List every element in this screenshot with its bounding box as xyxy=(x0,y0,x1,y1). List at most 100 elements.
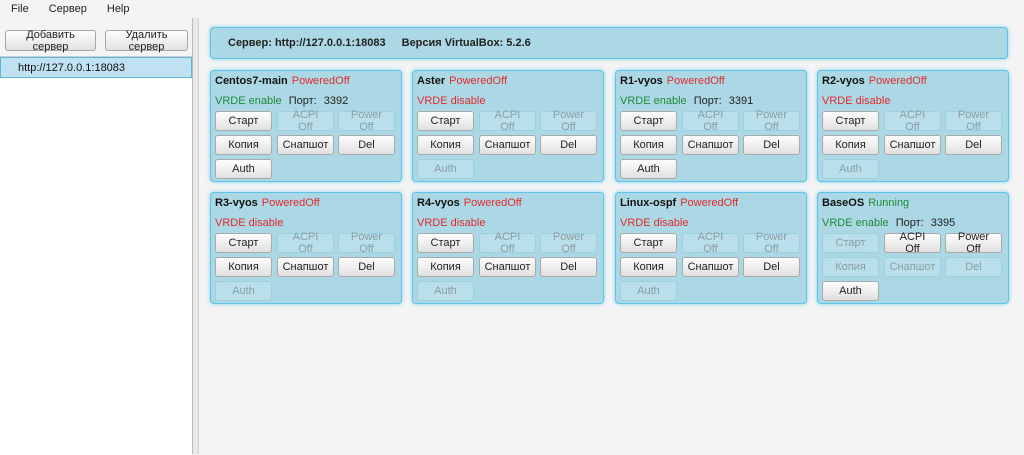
start-button[interactable]: Старт xyxy=(215,111,272,131)
vrde-status: VRDE enable Порт: 3391 xyxy=(620,95,753,107)
snapshot-button[interactable]: Снапшот xyxy=(479,257,536,277)
power-off-button: Power Off xyxy=(338,231,395,255)
vm-state-badge: PoweredOff xyxy=(291,75,350,87)
copy-button[interactable]: Копия xyxy=(417,257,474,277)
acpi-off-button: ACPI Off xyxy=(479,109,536,133)
vm-name: R1-vyos xyxy=(620,75,663,87)
vm-name: BaseOS xyxy=(822,197,865,209)
vrde-status: VRDE disable xyxy=(620,217,688,229)
snapshot-button[interactable]: Снапшот xyxy=(682,135,739,155)
snapshot-button[interactable]: Снапшот xyxy=(884,135,941,155)
snapshot-button[interactable]: Снапшот xyxy=(277,135,334,155)
vrde-status: VRDE disable xyxy=(417,217,485,229)
copy-button[interactable]: Копия xyxy=(620,135,677,155)
menu-server[interactable]: Сервер xyxy=(48,3,87,15)
vm-state-badge: PoweredOff xyxy=(261,197,320,209)
copy-button[interactable]: Копия xyxy=(215,257,272,277)
start-button[interactable]: Старт xyxy=(417,233,474,253)
vm-state-badge: PoweredOff xyxy=(666,75,725,87)
del-button[interactable]: Del xyxy=(945,135,1002,155)
vm-state-badge: Running xyxy=(868,197,910,209)
virtualbox-version-text: Версия VirtualBox: 5.2.6 xyxy=(401,37,531,49)
snapshot-button[interactable]: Снапшот xyxy=(479,135,536,155)
vrde-status-text: VRDE disable xyxy=(822,95,891,107)
acpi-off-button: ACPI Off xyxy=(277,109,334,133)
vrde-status: VRDE enable Порт: 3395 xyxy=(822,217,955,229)
vrde-status: VRDE disable xyxy=(417,95,485,107)
copy-button[interactable]: Копия xyxy=(215,135,272,155)
vrde-status-text: VRDE enable xyxy=(620,95,687,107)
vm-name: R2-vyos xyxy=(822,75,865,87)
start-button[interactable]: Старт xyxy=(215,233,272,253)
auth-button: Auth xyxy=(417,159,474,179)
server-list: http://127.0.0.1:18083 xyxy=(0,56,192,455)
vrde-status-text: VRDE enable xyxy=(822,217,889,229)
vrde-port-label: Порт: xyxy=(288,95,317,107)
add-server-button[interactable]: Добавить сервер xyxy=(5,29,96,53)
vrde-port-value: 3391 xyxy=(728,95,754,107)
vm-name: Aster xyxy=(417,75,446,87)
vm-name: R3-vyos xyxy=(215,197,258,209)
split-divider[interactable] xyxy=(193,18,199,454)
del-button[interactable]: Del xyxy=(743,135,800,155)
menu-bar: File Сервер Help xyxy=(0,0,1024,18)
server-list-item[interactable]: http://127.0.0.1:18083 xyxy=(0,57,192,78)
start-button[interactable]: Старт xyxy=(620,111,677,131)
auth-button[interactable]: Auth xyxy=(620,159,677,179)
server-panel: Добавить сервер Удалить сервер http://12… xyxy=(0,18,193,455)
start-button[interactable]: Старт xyxy=(822,111,879,131)
power-off-button: Power Off xyxy=(338,109,395,133)
del-button[interactable]: Del xyxy=(540,257,597,277)
copy-button[interactable]: Копия xyxy=(620,257,677,277)
power-off-button: Power Off xyxy=(540,231,597,255)
vrde-port-label: Порт: xyxy=(693,95,722,107)
vm-state-badge: PoweredOff xyxy=(463,197,522,209)
server-address-text: Сервер: http://127.0.0.1:18083 xyxy=(228,37,386,49)
auth-button[interactable]: Auth xyxy=(822,281,879,301)
auth-button[interactable]: Auth xyxy=(215,159,272,179)
acpi-off-button[interactable]: ACPI Off xyxy=(884,231,941,255)
copy-button[interactable]: Копия xyxy=(822,135,879,155)
menu-file[interactable]: File xyxy=(11,3,29,15)
del-button: Del xyxy=(945,257,1002,277)
auth-button: Auth xyxy=(417,281,474,301)
menu-help[interactable]: Help xyxy=(106,3,130,15)
power-off-button[interactable]: Power Off xyxy=(945,231,1002,255)
acpi-off-button: ACPI Off xyxy=(479,231,536,255)
vrde-status: VRDE enable Порт: 3392 xyxy=(215,95,348,107)
start-button[interactable]: Старт xyxy=(417,111,474,131)
del-button[interactable]: Del xyxy=(338,257,395,277)
auth-button: Auth xyxy=(822,159,879,179)
vrde-status-text: VRDE disable xyxy=(620,217,689,229)
snapshot-button[interactable]: Снапшот xyxy=(682,257,739,277)
remove-server-button[interactable]: Удалить сервер xyxy=(105,29,188,53)
copy-button: Копия xyxy=(822,257,879,277)
copy-button[interactable]: Копия xyxy=(417,135,474,155)
del-button[interactable]: Del xyxy=(338,135,395,155)
vrde-port-value: 3395 xyxy=(930,217,956,229)
vm-name: Linux-ospf xyxy=(620,197,677,209)
acpi-off-button: ACPI Off xyxy=(884,109,941,133)
snapshot-button[interactable]: Снапшот xyxy=(277,257,334,277)
start-button[interactable]: Старт xyxy=(620,233,677,253)
vm-name: R4-vyos xyxy=(417,197,460,209)
del-button[interactable]: Del xyxy=(540,135,597,155)
server-info-bar: Сервер: http://127.0.0.1:18083 Версия Vi… xyxy=(210,27,1008,59)
vm-name: Centos7-main xyxy=(215,75,288,87)
del-button[interactable]: Del xyxy=(743,257,800,277)
power-off-button: Power Off xyxy=(945,109,1002,133)
vm-state-badge: PoweredOff xyxy=(868,75,927,87)
vm-state-badge: PoweredOff xyxy=(680,197,739,209)
